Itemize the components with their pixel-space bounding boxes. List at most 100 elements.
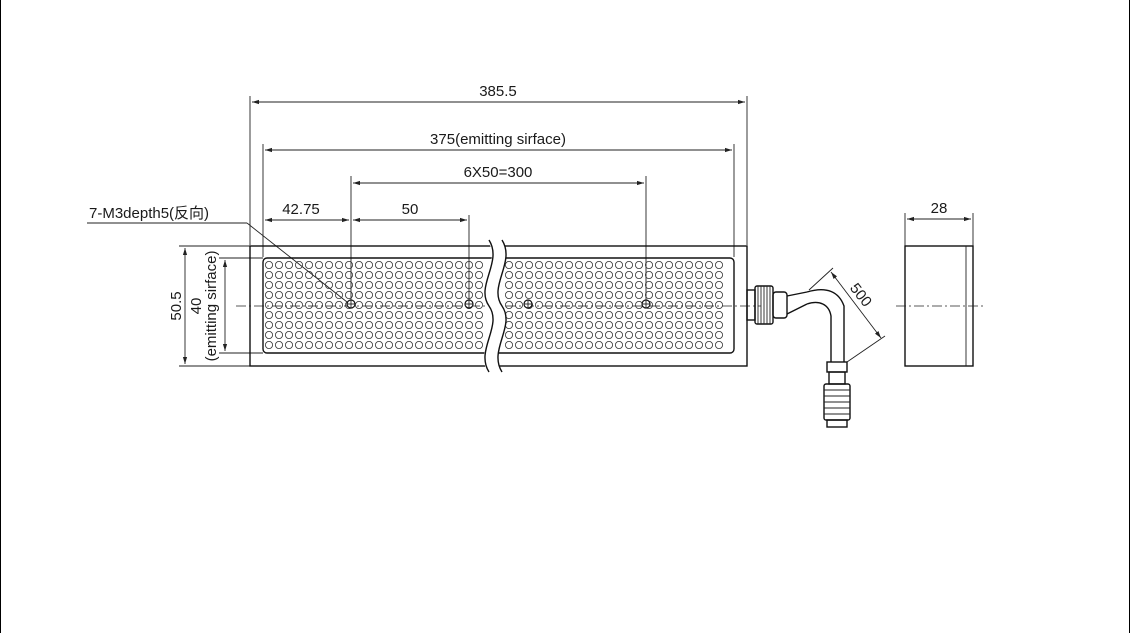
led-dot — [334, 260, 343, 269]
led-dot — [535, 270, 544, 279]
led-dot — [454, 280, 463, 289]
led-dot — [635, 260, 644, 269]
led-dot — [515, 310, 524, 319]
led-dot — [354, 320, 363, 329]
led-dot — [575, 300, 584, 309]
led-dot — [284, 340, 293, 349]
led-dot — [665, 270, 674, 279]
led-dot — [314, 270, 323, 279]
led-dot — [575, 320, 584, 329]
led-dot — [444, 260, 453, 269]
break-symbol — [483, 236, 507, 376]
led-dot — [715, 320, 724, 329]
led-dot — [635, 270, 644, 279]
thread-note-label: 7-M3depth5(反向) — [89, 205, 209, 222]
led-dot — [424, 270, 433, 279]
led-dot — [444, 270, 453, 279]
led-dot — [444, 330, 453, 339]
led-dot — [454, 330, 463, 339]
led-dot — [374, 300, 383, 309]
led-dot — [665, 330, 674, 339]
led-dot — [354, 300, 363, 309]
mounting-hole — [641, 299, 651, 309]
led-dot — [464, 320, 473, 329]
led-dot — [605, 290, 614, 299]
led-dot — [575, 260, 584, 269]
led-dot — [394, 310, 403, 319]
led-dot — [434, 300, 443, 309]
led-dot — [605, 270, 614, 279]
led-dot — [655, 310, 664, 319]
led-dot — [605, 340, 614, 349]
led-dot — [354, 260, 363, 269]
led-dot — [294, 300, 303, 309]
led-dot — [414, 290, 423, 299]
led-dot — [565, 270, 574, 279]
led-dot — [525, 280, 534, 289]
led-dot — [314, 300, 323, 309]
led-dot — [404, 320, 413, 329]
led-dot — [324, 270, 333, 279]
led-dot — [675, 290, 684, 299]
led-dot — [695, 310, 704, 319]
dimension-hole-offset: 42.75 50 — [265, 201, 470, 305]
led-dot — [504, 300, 513, 309]
led-dot — [705, 300, 714, 309]
led-dot — [585, 290, 594, 299]
led-dot — [655, 340, 664, 349]
first-hole-offset-label: 42.75 — [282, 201, 320, 218]
led-dot — [284, 300, 293, 309]
led-dot — [294, 290, 303, 299]
led-dot — [705, 290, 714, 299]
led-dot — [314, 340, 323, 349]
led-dot — [585, 320, 594, 329]
led-dot — [334, 300, 343, 309]
led-dot — [264, 260, 273, 269]
led-dot — [525, 290, 534, 299]
led-dot — [665, 340, 674, 349]
led-dot — [535, 260, 544, 269]
led-dot — [384, 330, 393, 339]
led-dot — [374, 260, 383, 269]
led-dot — [454, 300, 463, 309]
led-dot — [565, 280, 574, 289]
led-dot — [555, 320, 564, 329]
led-dot — [695, 290, 704, 299]
led-dot — [304, 330, 313, 339]
led-dot — [565, 290, 574, 299]
led-dot — [474, 310, 483, 319]
led-dot — [695, 270, 704, 279]
led-dot — [284, 260, 293, 269]
led-dot — [515, 270, 524, 279]
led-dot — [535, 330, 544, 339]
led-dot — [665, 310, 674, 319]
led-dot — [414, 280, 423, 289]
led-dot — [414, 340, 423, 349]
mounting-hole — [523, 299, 533, 309]
led-dot — [555, 260, 564, 269]
led-dot — [585, 280, 594, 289]
led-dot — [294, 260, 303, 269]
led-dot — [585, 340, 594, 349]
led-dot — [364, 260, 373, 269]
led-dot — [635, 290, 644, 299]
led-dot — [595, 270, 604, 279]
led-dot — [274, 270, 283, 279]
led-dot — [374, 290, 383, 299]
led-dot — [264, 320, 273, 329]
led-dot — [615, 330, 624, 339]
led-dot — [314, 260, 323, 269]
led-dot — [605, 260, 614, 269]
led-dot — [575, 270, 584, 279]
led-dot — [364, 300, 373, 309]
led-dot — [595, 320, 604, 329]
led-dot — [515, 340, 524, 349]
led-dot — [304, 290, 313, 299]
led-dot — [705, 330, 714, 339]
led-dot — [715, 340, 724, 349]
led-dot — [424, 280, 433, 289]
led-dot — [705, 340, 714, 349]
led-dot — [535, 320, 544, 329]
led-dot — [565, 340, 574, 349]
led-dot — [685, 270, 694, 279]
